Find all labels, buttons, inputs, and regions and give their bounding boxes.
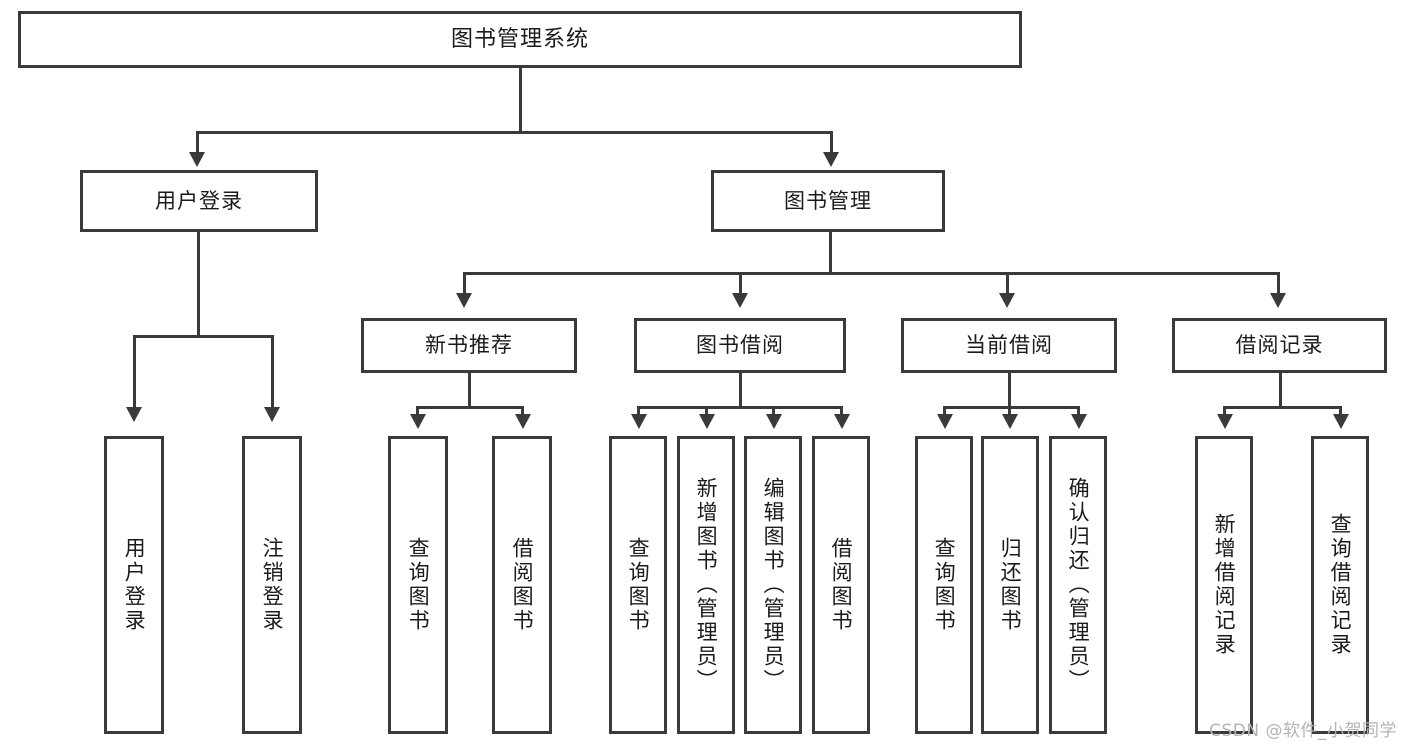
connector-root-bus: [196, 131, 833, 134]
arrow-to-cb-leaf-3: [1071, 414, 1087, 429]
arrow-to-bb-leaf-3: [766, 414, 782, 429]
connector-root-drop-left: [196, 131, 199, 153]
leaf-borrow-book-bb[interactable]: 借阅图书: [812, 436, 870, 734]
arrow-to-bb-leaf-2: [699, 414, 715, 429]
node-label: 图书借阅: [696, 333, 784, 358]
arrow-to-nbr-leaf-1: [410, 414, 426, 429]
connector-bb-drop-4: [840, 406, 843, 415]
leaf-label: 确认归还（管理员）: [1066, 477, 1091, 693]
connector-root-stem: [519, 68, 522, 131]
arrow-to-bb-leaf-4: [834, 414, 850, 429]
leaf-query-book-bb[interactable]: 查询图书: [609, 436, 667, 734]
connector-bm-drop-1: [463, 272, 466, 294]
node-user-login[interactable]: 用户登录: [80, 170, 318, 232]
arrow-to-current-borrow: [999, 293, 1015, 308]
connector-br-stem: [1279, 373, 1282, 406]
leaf-query-book-cb[interactable]: 查询图书: [915, 436, 973, 734]
node-label: 借阅记录: [1235, 333, 1324, 358]
node-new-book-recommend[interactable]: 新书推荐: [361, 318, 577, 373]
connector-cb-stem: [1008, 373, 1011, 406]
leaf-label: 查询图书: [406, 537, 431, 633]
connector-bm-drop-4: [1277, 272, 1280, 294]
arrow-to-user-login-leaf: [126, 407, 142, 422]
connector-root-drop-right: [830, 131, 833, 153]
connector-nbr-drop-2: [521, 406, 524, 415]
node-label: 当前借阅: [965, 333, 1053, 358]
connector-cb-drop-2: [1008, 406, 1011, 415]
node-label: 图书管理系统: [450, 26, 589, 52]
connector-user-login-bus: [133, 335, 274, 338]
node-book-management-system[interactable]: 图书管理系统: [18, 11, 1022, 68]
arrow-to-borrow-record: [1270, 293, 1286, 308]
leaf-logout[interactable]: 注销登录: [242, 436, 302, 734]
node-label: 新书推荐: [425, 333, 513, 358]
connector-br-drop-1: [1223, 406, 1226, 415]
connector-bb-stem: [739, 373, 742, 406]
leaf-label: 用户登录: [122, 537, 147, 633]
leaf-query-book-nbr[interactable]: 查询图书: [388, 436, 448, 734]
connector-bm-drop-2: [739, 272, 742, 294]
node-current-borrow[interactable]: 当前借阅: [901, 318, 1117, 373]
connector-cb-drop-3: [1077, 406, 1080, 415]
arrow-to-user-login: [189, 152, 205, 167]
leaf-query-borrow-record[interactable]: 查询借阅记录: [1311, 436, 1369, 734]
connector-user-login-stem: [197, 232, 200, 335]
leaf-confirm-return-admin[interactable]: 确认归还（管理员）: [1049, 436, 1107, 734]
node-book-management[interactable]: 图书管理: [711, 170, 945, 232]
connector-nbr-bus: [416, 406, 524, 409]
connector-nbr-drop-1: [416, 406, 419, 415]
connector-cb-drop-1: [943, 406, 946, 415]
connector-user-login-drop-1: [133, 335, 136, 408]
connector-cb-bus: [943, 406, 1080, 409]
connector-bb-drop-1: [637, 406, 640, 415]
node-borrow-record[interactable]: 借阅记录: [1172, 318, 1387, 373]
leaf-user-login[interactable]: 用户登录: [104, 436, 164, 734]
watermark-text: CSDN @软件_小贺同学: [1209, 721, 1397, 741]
leaf-label: 归还图书: [998, 537, 1023, 633]
connector-br-bus: [1223, 406, 1342, 409]
arrow-to-bb-leaf-1: [631, 414, 647, 429]
leaf-label: 借阅图书: [829, 537, 854, 633]
node-book-borrow[interactable]: 图书借阅: [634, 318, 846, 373]
connector-bm-drop-3: [1006, 272, 1009, 294]
leaf-edit-book-admin[interactable]: 编辑图书（管理员）: [744, 436, 802, 734]
leaf-label: 新增图书（管理员）: [694, 477, 719, 693]
arrow-to-logout-leaf: [264, 407, 280, 422]
arrow-to-cb-leaf-2: [1002, 414, 1018, 429]
leaf-add-borrow-record[interactable]: 新增借阅记录: [1195, 436, 1253, 734]
connector-bb-drop-2: [705, 406, 708, 415]
node-label: 用户登录: [155, 188, 243, 213]
arrow-to-book-borrow: [732, 293, 748, 308]
leaf-add-book-admin[interactable]: 新增图书（管理员）: [677, 436, 735, 734]
leaf-label: 注销登录: [260, 537, 285, 633]
arrow-to-new-book-recommend: [456, 293, 472, 308]
leaf-label: 查询图书: [932, 537, 957, 633]
leaf-return-book[interactable]: 归还图书: [981, 436, 1039, 734]
arrow-to-br-leaf-1: [1217, 414, 1233, 429]
leaf-label: 借阅图书: [510, 537, 535, 633]
connector-br-drop-2: [1339, 406, 1342, 415]
arrow-to-br-leaf-2: [1333, 414, 1349, 429]
leaf-label: 查询借阅记录: [1328, 513, 1353, 657]
arrow-to-book-management: [823, 152, 839, 167]
connector-book-management-bus: [463, 272, 1280, 275]
connector-bb-drop-3: [772, 406, 775, 415]
connector-book-management-stem: [829, 232, 832, 272]
arrow-to-nbr-leaf-2: [515, 414, 531, 429]
leaf-label: 新增借阅记录: [1212, 513, 1237, 657]
leaf-label: 编辑图书（管理员）: [761, 477, 786, 693]
connector-user-login-drop-2: [271, 335, 274, 408]
leaf-label: 查询图书: [626, 537, 651, 633]
connector-bb-bus: [637, 406, 843, 409]
node-label: 图书管理: [784, 188, 872, 213]
arrow-to-cb-leaf-1: [937, 414, 953, 429]
connector-nbr-stem: [468, 373, 471, 406]
leaf-borrow-book-nbr[interactable]: 借阅图书: [492, 436, 552, 734]
